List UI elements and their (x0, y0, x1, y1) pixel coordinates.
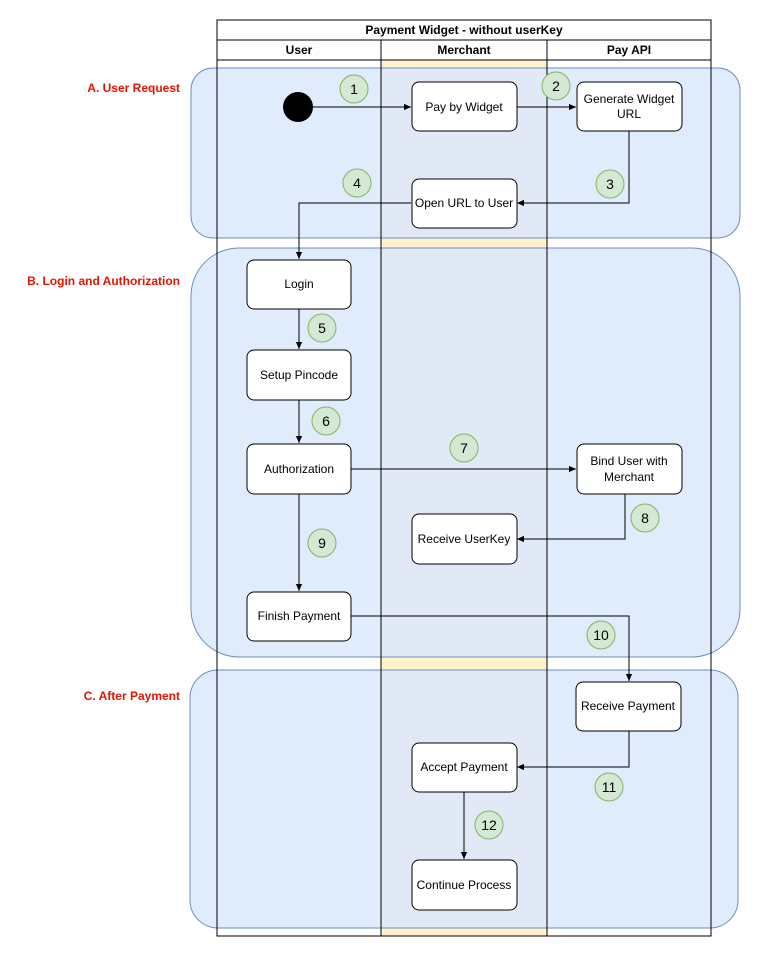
node-continue-process: Continue Process (411, 859, 518, 911)
step-badge-6-label: 6 (322, 413, 330, 429)
node-generate-widget-url-line1: Generate Widget (584, 92, 675, 106)
pool-title: Payment Widget - without userKey (365, 23, 563, 37)
step-badge-10-label: 10 (593, 627, 609, 643)
node-pay-by-widget: Pay by Widget (411, 81, 518, 132)
node-accept-payment: Accept Payment (411, 742, 518, 793)
step-badge-4: 4 (342, 168, 372, 198)
step-badge-4-label: 4 (353, 175, 361, 191)
section-label-a: A. User Request (87, 81, 180, 95)
node-receive-userkey: Receive UserKey (411, 513, 518, 565)
node-finish-payment-label: Finish Payment (258, 609, 341, 623)
step-badge-10: 10 (586, 620, 616, 650)
node-generate-widget-url: Generate Widget URL (576, 81, 683, 132)
node-open-url-label: Open URL to User (415, 196, 513, 210)
step-badge-12-label: 12 (481, 817, 497, 833)
node-login-label: Login (284, 277, 313, 291)
step-badge-9: 9 (307, 528, 337, 558)
node-bind-user: Bind User with Merchant (576, 443, 683, 495)
node-login: Login (246, 259, 352, 310)
node-setup-pincode-label: Setup Pincode (260, 368, 338, 382)
lane-header-merchant: Merchant (437, 43, 490, 57)
step-badge-1: 1 (339, 74, 369, 104)
arrow-bind-to-userkey (517, 494, 626, 543)
step-badge-11: 11 (594, 772, 624, 802)
pool-frame (216, 19, 712, 937)
connectors (295, 103, 633, 859)
section-label-c: C. After Payment (84, 689, 180, 703)
step-badge-8: 8 (630, 503, 660, 533)
node-bind-user-line2: Merchant (604, 470, 655, 484)
node-continue-process-label: Continue Process (417, 878, 512, 892)
step-badge-2: 2 (541, 71, 571, 101)
step-badge-6: 6 (311, 406, 341, 436)
node-receive-userkey-label: Receive UserKey (418, 532, 511, 546)
step-badge-5: 5 (307, 313, 337, 343)
node-finish-payment: Finish Payment (246, 591, 352, 642)
node-setup-pincode: Setup Pincode (246, 349, 352, 401)
step-badge-9-label: 9 (318, 535, 326, 551)
node-open-url: Open URL to User (411, 178, 518, 229)
node-authorization: Authorization (246, 443, 352, 495)
step-badge-3: 3 (595, 169, 625, 199)
arrow-generate-to-open (517, 131, 630, 207)
arrow-open-to-login (295, 202, 411, 259)
step-badge-7: 7 (449, 433, 479, 463)
node-authorization-label: Authorization (264, 462, 334, 476)
step-badge-7-label: 7 (460, 440, 468, 456)
node-accept-payment-label: Accept Payment (420, 760, 508, 774)
node-receive-payment-label: Receive Payment (581, 699, 676, 713)
step-badge-3-label: 3 (606, 176, 614, 192)
arrow-receive-to-accept (517, 731, 630, 771)
node-generate-widget-url-line2: URL (617, 107, 641, 121)
start-node (283, 92, 313, 122)
lane-header-pay-api: Pay API (607, 43, 651, 57)
step-badge-1-label: 1 (350, 81, 358, 97)
step-badge-5-label: 5 (318, 320, 326, 336)
lane-header-user: User (286, 43, 313, 57)
node-pay-by-widget-label: Pay by Widget (425, 100, 503, 114)
arrow-finish-to-receive (351, 615, 633, 681)
step-badge-8-label: 8 (641, 510, 649, 526)
step-badge-2-label: 2 (552, 78, 560, 94)
section-label-b: B. Login and Authorization (27, 274, 180, 288)
node-bind-user-line1: Bind User with (590, 454, 667, 468)
step-badge-11-label: 11 (602, 779, 617, 795)
node-receive-payment: Receive Payment (575, 681, 682, 732)
step-badge-12: 12 (474, 810, 504, 840)
